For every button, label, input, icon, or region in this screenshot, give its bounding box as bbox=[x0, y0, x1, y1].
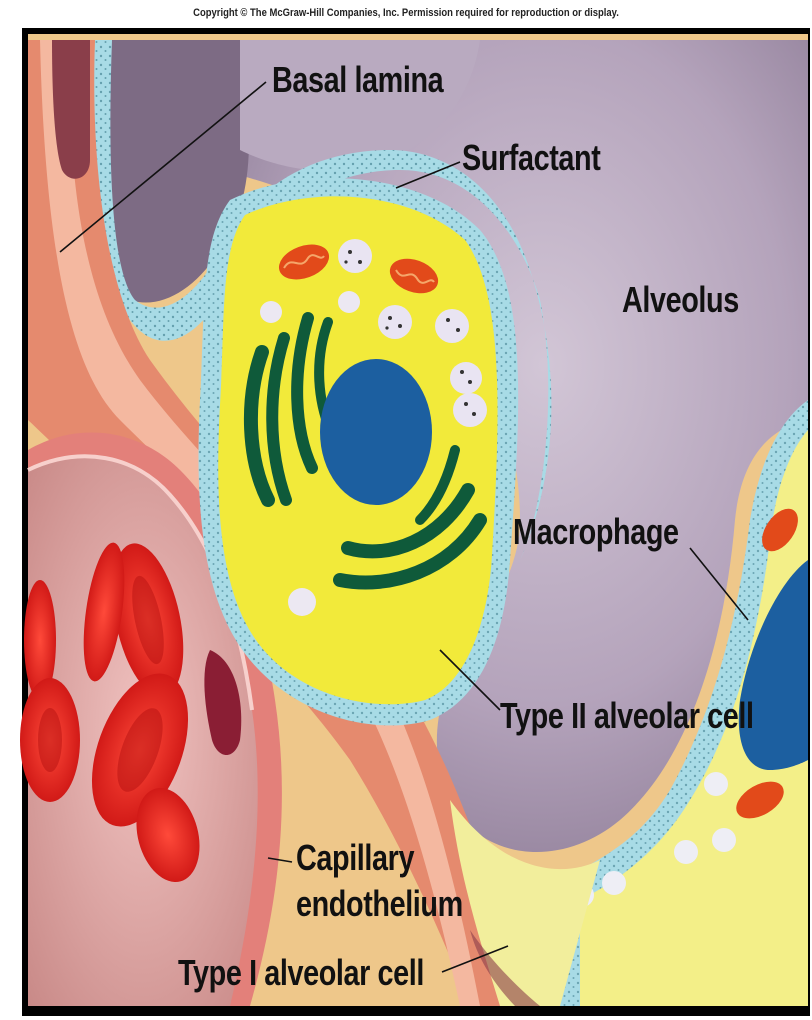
label-capillary: Capillary bbox=[296, 842, 414, 874]
label-endothelium: endothelium bbox=[296, 888, 463, 920]
label-type-ii-alveolar-cell: Type II alveolar cell bbox=[500, 698, 754, 734]
label-surfactant: Surfactant bbox=[462, 140, 600, 176]
label-basal-lamina: Basal lamina bbox=[272, 62, 443, 98]
label-type-i-alveolar-cell: Type I alveolar cell bbox=[178, 955, 424, 991]
label-alveolus: Alveolus bbox=[622, 282, 739, 318]
type-ii-cell-nucleus bbox=[320, 359, 432, 505]
label-macrophage: Macrophage bbox=[513, 514, 679, 550]
